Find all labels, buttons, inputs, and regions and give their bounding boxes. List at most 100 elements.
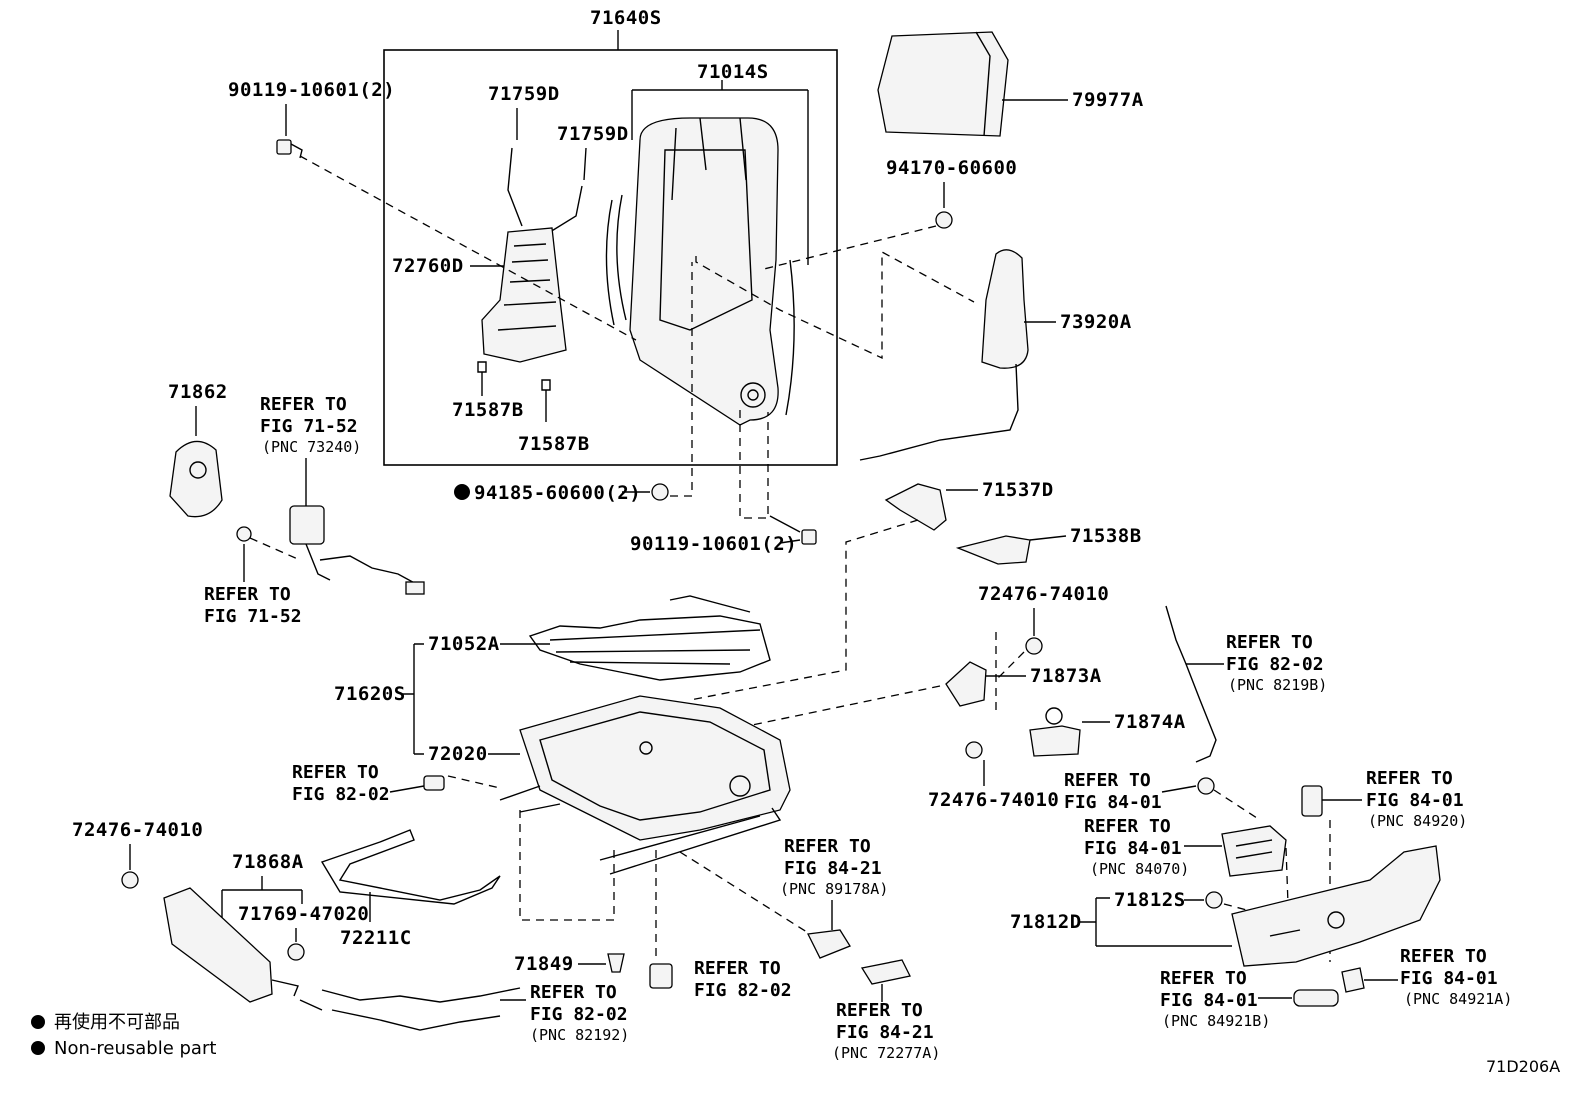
part-label-71812s[interactable]: 71812S <box>1114 889 1186 911</box>
part-label-71759d-a[interactable]: 71759D <box>488 83 560 105</box>
part-label-71587b-a[interactable]: 71587B <box>452 399 524 421</box>
part-label-72476-a[interactable]: 72476-74010 <box>978 583 1109 605</box>
clip-part-82-02[interactable] <box>649 963 673 989</box>
lumbar-support-part[interactable] <box>481 227 567 363</box>
part-label-71014s[interactable]: 71014S <box>697 61 769 83</box>
ref-motor[interactable]: REFER TO FIG 84-21 (PNC 89178A) <box>780 836 888 898</box>
ref-text-l1: REFER TO <box>1366 768 1453 789</box>
part-label-71868a[interactable]: 71868A <box>232 851 304 873</box>
part-label-94170[interactable]: 94170-60600 <box>886 157 1017 179</box>
part-label-72760d[interactable]: 72760D <box>392 255 464 277</box>
bolt-icon-90119-mid[interactable] <box>769 515 817 545</box>
wire-harness-part-bottom[interactable] <box>299 987 521 1031</box>
ref-text-pnc: (PNC 8219B) <box>1228 676 1327 694</box>
knob-part-84921a[interactable] <box>1341 967 1365 993</box>
non-reusable-marker-icon <box>454 484 470 500</box>
seatback-frame-part[interactable] <box>605 117 795 426</box>
leader-71538b <box>1029 535 1067 541</box>
bracket-part-71874a[interactable] <box>1029 707 1081 757</box>
part-label-71538b[interactable]: 71538B <box>1070 525 1142 547</box>
part-label-90119-top[interactable]: 90119-10601(2) <box>228 79 395 101</box>
part-label-71759d-b[interactable]: 71759D <box>557 123 629 145</box>
part-label-71862[interactable]: 71862 <box>168 381 228 403</box>
ref-switch-top-left[interactable]: REFER TO FIG 84-01 <box>1064 770 1162 813</box>
part-label-72020[interactable]: 72020 <box>428 743 488 765</box>
bolt-icon-72476-b[interactable] <box>965 741 983 759</box>
bracket-part-71538b[interactable] <box>955 535 1031 565</box>
ref-text-l1: REFER TO <box>1064 770 1151 791</box>
ref-text-l2: FIG 84-01 <box>1084 838 1182 859</box>
bracket-part-71537d[interactable] <box>884 483 947 531</box>
ref-text-l2: FIG 84-01 <box>1064 792 1162 813</box>
seat-wire-part-72211c[interactable] <box>320 829 501 905</box>
part-label-71620s[interactable]: 71620S <box>334 683 406 705</box>
wire-harness-part-right[interactable] <box>1165 605 1217 763</box>
seatbelt-buckle-part[interactable] <box>289 505 425 595</box>
part-label-71052a[interactable]: 71052A <box>428 633 500 655</box>
side-cover-part[interactable] <box>859 249 1029 461</box>
ref-knob-left[interactable]: REFER TO FIG 84-01 (PNC 84921B) <box>1160 968 1270 1030</box>
lumbar-wires[interactable] <box>507 147 583 233</box>
ref-seatbelt-bottom[interactable]: REFER TO FIG 71-52 <box>204 584 302 627</box>
ref-harness-right[interactable]: REFER TO FIG 82-02 (PNC 8219B) <box>1226 632 1327 694</box>
ref-text-pnc: (PNC 82192) <box>530 1026 629 1044</box>
part-label-73920a[interactable]: 73920A <box>1060 311 1132 333</box>
part-label-71874a[interactable]: 71874A <box>1114 711 1186 733</box>
nut-icon-94185[interactable] <box>651 483 669 501</box>
figure-id: 71D206A <box>1486 1057 1560 1076</box>
ref-knob-right[interactable]: REFER TO FIG 84-01 (PNC 84921A) <box>1400 946 1512 1008</box>
sensor-part[interactable] <box>860 959 911 985</box>
part-label-94185[interactable]: 94185-60600(2) <box>474 482 641 504</box>
part-label-72211c[interactable]: 72211C <box>340 927 412 949</box>
part-label-71537d[interactable]: 71537D <box>982 479 1054 501</box>
bolt-icon-72476-c[interactable] <box>121 871 139 889</box>
seat-frame-part[interactable] <box>499 695 791 875</box>
clip-parts-71587b[interactable] <box>477 361 551 391</box>
seat-spring-part[interactable] <box>528 595 771 681</box>
ref-connector-left[interactable]: REFER TO FIG 82-02 <box>292 762 390 805</box>
dashed-guide-connector-left <box>447 775 501 789</box>
clip-icon-71849[interactable] <box>607 953 625 973</box>
headrest-pad-part[interactable] <box>877 31 1009 137</box>
part-label-79977a[interactable]: 79977A <box>1072 89 1144 111</box>
part-label-71873a[interactable]: 71873A <box>1030 665 1102 687</box>
part-label-90119-mid[interactable]: 90119-10601(2) <box>630 533 797 555</box>
ref-text-l2: FIG 82-02 <box>694 980 792 1001</box>
switch-knob-part-84920[interactable] <box>1301 785 1323 817</box>
screw-icon-switch[interactable] <box>1197 777 1215 795</box>
knob-part-84921b[interactable] <box>1293 989 1339 1007</box>
ref-harness-bottom[interactable]: REFER TO FIG 82-02 (PNC 82192) <box>530 982 629 1044</box>
front-cover-part[interactable] <box>163 887 299 1003</box>
recliner-cover-part[interactable] <box>169 440 223 518</box>
ref-text-pnc: (PNC 84920) <box>1368 812 1467 830</box>
bracket-part-71873a[interactable] <box>945 661 987 707</box>
nut-icon-94170[interactable] <box>935 211 953 229</box>
screw-icon-71812s[interactable] <box>1205 891 1223 909</box>
part-label-72476-b[interactable]: 72476-74010 <box>928 789 1059 811</box>
bolt-icon-seatbelt[interactable] <box>236 526 252 542</box>
ref-switch-top-right[interactable]: REFER TO FIG 84-01 (PNC 84920) <box>1366 768 1467 830</box>
power-switch-part-84070[interactable] <box>1221 825 1287 877</box>
side-shield-part[interactable] <box>1231 845 1441 967</box>
ref-seatbelt-top[interactable]: REFER TO FIG 71-52 (PNC 73240) <box>260 394 361 456</box>
ref-text-pnc: (PNC 89178A) <box>780 880 888 898</box>
dashed-guide-72476-a <box>995 632 1025 714</box>
frame-bracket-leader <box>631 80 809 265</box>
ref-switch-mid[interactable]: REFER TO FIG 84-01 (PNC 84070) <box>1084 816 1189 878</box>
part-label-72476-c[interactable]: 72476-74010 <box>72 819 203 841</box>
legend-bullet-1-icon <box>31 1015 45 1029</box>
part-label-71587b-b[interactable]: 71587B <box>518 433 590 455</box>
bolt-icon-90119-top[interactable] <box>276 139 303 159</box>
ref-text-l2: FIG 84-01 <box>1366 790 1464 811</box>
part-label-71812d[interactable]: 71812D <box>1010 911 1082 933</box>
ref-clip-82[interactable]: REFER TO FIG 82-02 <box>694 958 792 1001</box>
bolt-icon-72476-a[interactable] <box>1025 637 1043 655</box>
dashed-guide-nut-94170 <box>759 225 937 271</box>
part-label-71849[interactable]: 71849 <box>514 953 574 975</box>
connector-part-left[interactable] <box>423 775 445 791</box>
part-label-71769[interactable]: 71769-47020 <box>238 903 369 925</box>
motor-part[interactable] <box>807 929 851 959</box>
ref-sensor-bottom[interactable]: REFER TO FIG 84-21 (PNC 72277A) <box>832 1000 940 1062</box>
bracket-71812d <box>1080 897 1232 947</box>
clip-icon-71769[interactable] <box>287 943 305 961</box>
